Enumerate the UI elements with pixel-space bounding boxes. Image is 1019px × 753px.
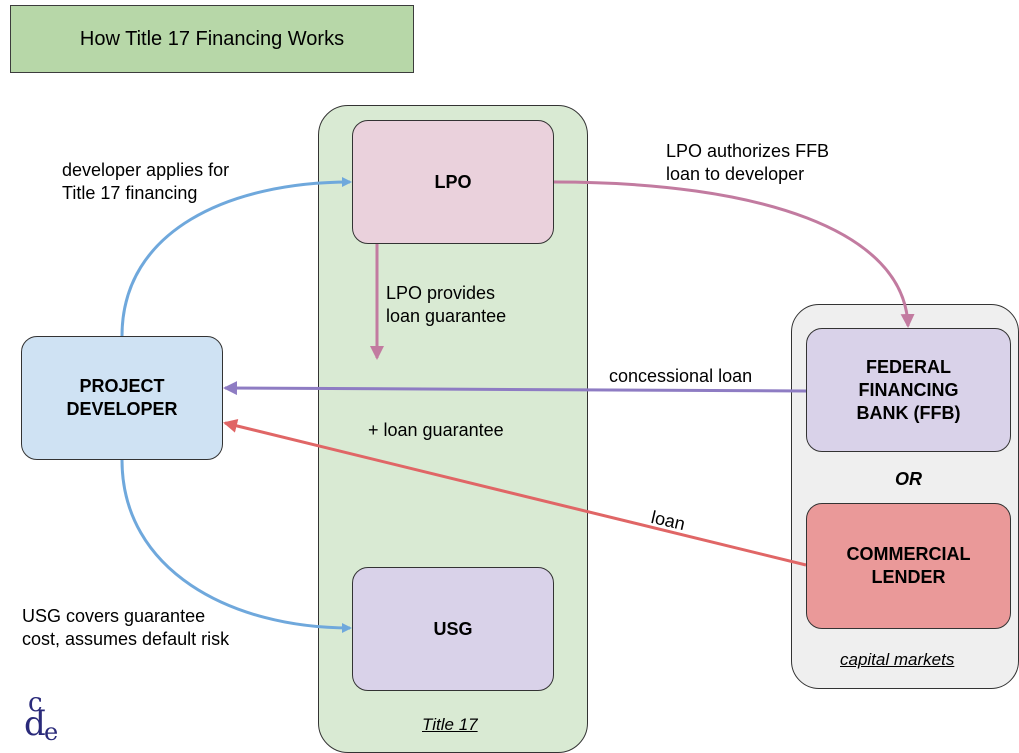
developer-label-line2: DEVELOPER xyxy=(66,399,178,419)
concessional-loan-label: concessional loan xyxy=(609,366,753,386)
arrow-ffb-to-developer xyxy=(223,381,807,396)
usg-covers-label: USG covers guarantee cost, assumes defau… xyxy=(22,606,230,649)
commercial-label-line1: COMMERCIAL xyxy=(846,544,971,564)
lpo-provides-label: LPO provides loan guarantee xyxy=(386,283,507,326)
developer-applies-label: developer applies for Title 17 financing xyxy=(62,160,230,203)
ffb-node: FEDERAL FINANCING BANK (FFB) xyxy=(806,328,1011,452)
lpo-node: LPO xyxy=(352,120,554,244)
capital-markets-label: capital markets xyxy=(840,650,955,669)
lpo-authorizes-label: LPO authorizes FFB loan to developer xyxy=(666,141,830,184)
arrow-developer-to-lpo xyxy=(120,177,352,337)
or-label: OR xyxy=(895,469,922,489)
commercial-label-line2: LENDER xyxy=(871,567,946,587)
developer-label-line1: PROJECT xyxy=(79,376,165,396)
arrow-developer-to-usg xyxy=(120,459,352,633)
diagram-title: How Title 17 Financing Works xyxy=(10,5,414,73)
plus-loan-guarantee-label: + loan guarantee xyxy=(368,420,504,440)
ffb-label-line3: BANK (FFB) xyxy=(856,402,961,423)
commercial-lender-node: COMMERCIAL LENDER xyxy=(806,503,1011,629)
title17-group-label: Title 17 xyxy=(422,715,478,734)
usg-node: USG xyxy=(352,567,554,691)
project-developer-node: PROJECT DEVELOPER xyxy=(21,336,223,460)
ffb-label-line2: FINANCING xyxy=(858,379,959,400)
arrow-commercial-to-developer xyxy=(223,419,807,567)
ffb-label-line1: FEDERAL xyxy=(865,356,951,377)
usg-label: USG xyxy=(433,618,473,639)
cpe-logo: c b e xyxy=(24,688,59,746)
lpo-label: LPO xyxy=(434,171,472,192)
arrow-lpo-to-ffb xyxy=(553,180,915,328)
